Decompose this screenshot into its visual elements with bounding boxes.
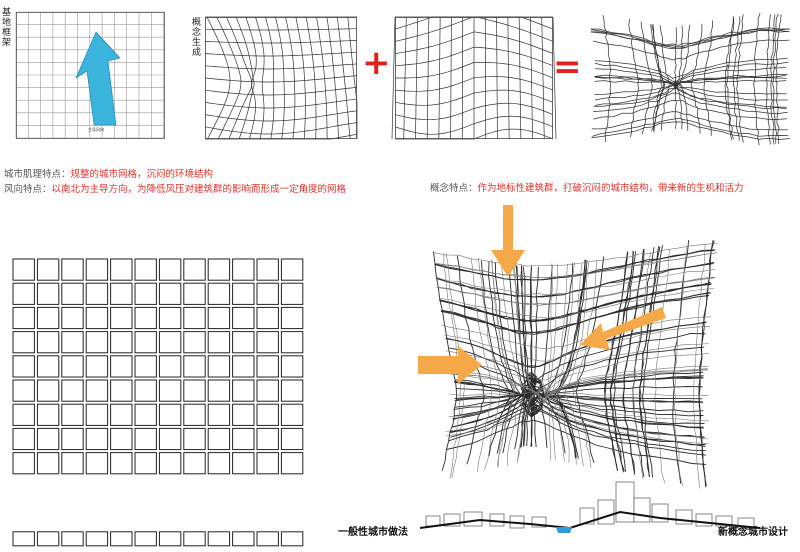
orange-arrow-down [491,205,525,277]
regular-block-grid [12,258,304,547]
wind-arrow-caption: 主导风向 [88,127,104,132]
city-texture-value: 规整的城市网格，沉闷的环境结构 [70,169,214,180]
concept-distorted-grid-2 [391,16,557,140]
concept-result-sketch [590,12,791,146]
concept-key: 概念特点： [430,183,478,194]
base-frame-grid [15,11,165,139]
wind-direction-arrow [75,31,121,126]
section-strip [419,481,761,533]
city-texture-key: 城市肌理特点： [4,169,71,180]
water-mark [556,527,572,533]
new-concept-block-sketch [418,205,719,489]
plus-operator: + [362,43,391,83]
city-texture-note: 城市肌理特点：规整的城市网格，沉闷的环境结构 [4,169,213,181]
section-right-label: 新概念城市设计 [718,527,788,538]
wind-note: 风向特点：以南北为主导方向，为降低风压对建筑群的影响而形成一定角度的网格 [4,184,346,196]
orange-arrow-diagonal [580,307,666,350]
base-frame-label: 基地框架 [2,8,12,48]
concept-value: 作为地标性建筑群，打破沉闷的城市结构，带来新的生机和活力 [477,183,744,194]
concept-note: 概念特点：作为地标性建筑群，打破沉闷的城市结构，带来新的生机和活力 [430,183,744,195]
concept-label: 概念生成 [192,18,202,58]
wind-value: 以南北为主导方向，为降低风压对建筑群的影响而形成一定角度的网格 [51,184,347,195]
orange-arrow-left [418,346,482,384]
wind-key: 风向特点： [4,184,52,195]
orange-arrows [418,205,666,384]
section-left-label: 一般性城市做法 [338,527,408,538]
equals-operator: = [553,47,582,87]
concept-distorted-grid-1 [204,16,358,140]
